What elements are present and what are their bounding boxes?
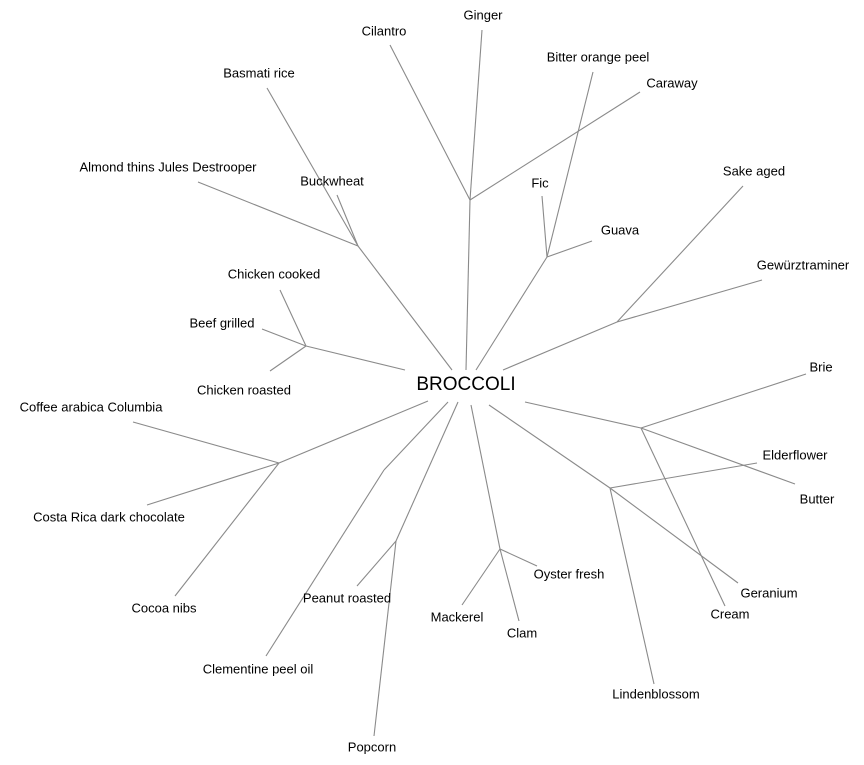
leaf-label: Cream: [710, 606, 749, 621]
tree-edge: [616, 279, 763, 323]
leaf-label: Ginger: [463, 7, 503, 22]
leaf-label: Beef grilled: [189, 315, 254, 330]
tree-edge: [469, 29, 483, 201]
leaf-label: Clementine peel oil: [203, 661, 314, 676]
tree-edge: [132, 421, 280, 464]
tree-edge: [279, 289, 307, 347]
tree-edge: [197, 181, 359, 247]
leaf-label: Cilantro: [362, 23, 407, 38]
tree-edge: [357, 245, 453, 371]
tree-edge: [541, 195, 548, 258]
leaf-label: Clam: [507, 625, 537, 640]
tree-edge: [524, 401, 642, 429]
leaf-label: Bitter orange peel: [547, 49, 650, 64]
tree-edge: [609, 487, 655, 685]
leaf-label: Popcorn: [348, 739, 396, 754]
leaf-label: Geranium: [740, 585, 797, 600]
tree-edge: [278, 400, 429, 464]
tree-edge: [609, 462, 758, 489]
tree-edge: [546, 71, 594, 258]
leaf-label: Guava: [601, 222, 640, 237]
tree-edge: [616, 185, 744, 323]
leaf-label: Fic: [531, 175, 549, 190]
leaf-label: Coffee arabica Columbia: [20, 399, 164, 414]
tree-edge: [395, 401, 459, 542]
leaf-label: Basmati rice: [223, 65, 295, 80]
tree-edge: [389, 44, 471, 201]
leaf-label: Elderflower: [762, 447, 828, 462]
leaf-label: Lindenblossom: [612, 686, 699, 701]
tree-edge: [146, 462, 280, 506]
leaf-label: Mackerel: [431, 609, 484, 624]
tree-edge: [499, 548, 538, 567]
tree-edge: [488, 404, 611, 489]
leaf-label: Cocoa nibs: [131, 600, 197, 615]
tree-edge: [470, 404, 501, 550]
tree-edge: [640, 427, 796, 485]
tree-edge: [265, 469, 385, 657]
tree-edge: [174, 462, 280, 597]
tree-edge: [356, 540, 397, 587]
tree-edge: [261, 328, 307, 347]
leaf-label: Almond thins Jules Destrooper: [79, 159, 257, 174]
tree-edge: [640, 427, 726, 607]
tree-edge: [609, 487, 739, 584]
tree-edge: [640, 373, 807, 429]
tree-edge: [269, 345, 307, 372]
tree-edge: [336, 194, 359, 247]
tree-edge: [266, 87, 359, 247]
tree-edge: [305, 345, 406, 371]
leaf-label: Chicken cooked: [228, 266, 321, 281]
tree-edge: [469, 91, 641, 201]
edges: [132, 29, 807, 737]
leaf-label: Sake aged: [723, 163, 785, 178]
leaf-label: Caraway: [646, 75, 698, 90]
leaf-label: Butter: [800, 491, 835, 506]
tree-edge: [383, 401, 449, 471]
tree-edge: [461, 548, 501, 606]
leaf-label: Costa Rica dark chocolate: [33, 509, 185, 524]
tree-edge: [546, 240, 593, 258]
leaf-label: Chicken roasted: [197, 382, 291, 397]
leaf-label: Oyster fresh: [534, 566, 605, 581]
leaf-label: Buckwheat: [300, 173, 364, 188]
tree-edge: [502, 321, 618, 371]
tree-edge: [465, 199, 471, 371]
leaf-label: Peanut roasted: [303, 590, 391, 605]
tree-edge: [475, 256, 548, 371]
tree-edge: [373, 540, 397, 737]
root-label: BROCCOLI: [416, 374, 515, 395]
leaf-label: Brie: [809, 359, 832, 374]
leaf-label: Gewürztraminer: [757, 257, 850, 272]
tree-edge: [499, 548, 520, 622]
